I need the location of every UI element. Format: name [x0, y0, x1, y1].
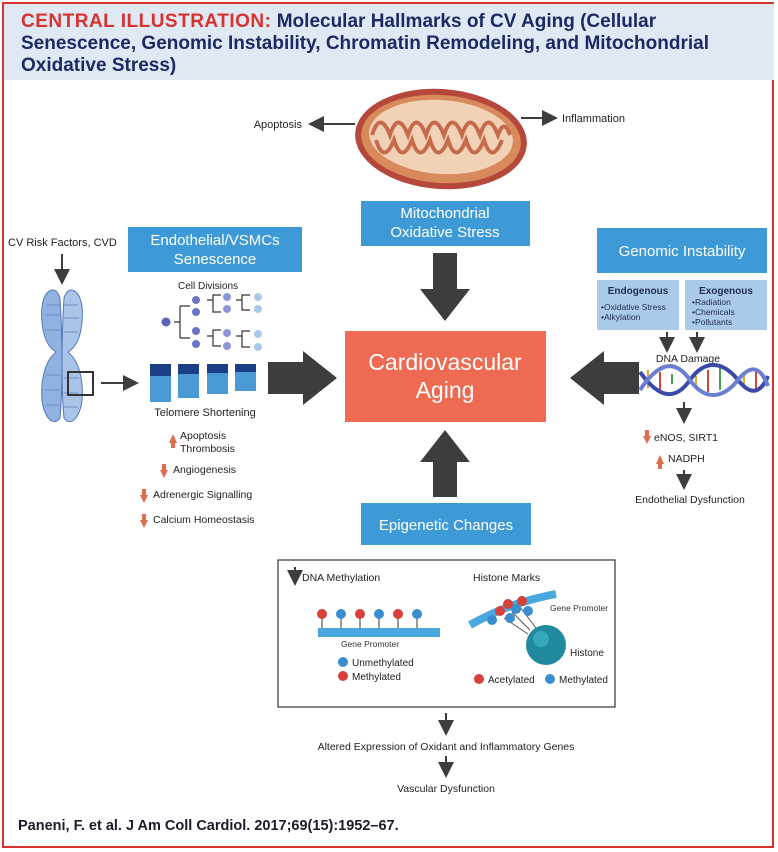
- methylated-legend-icon: [338, 671, 348, 681]
- mito-apoptosis-label: Apoptosis: [254, 119, 303, 131]
- senescence-box-line1: Endothelial/VSMCs: [150, 232, 279, 249]
- dna-damage-label: DNA Damage: [656, 353, 720, 365]
- title-prefix: CENTRAL ILLUSTRATION:: [21, 11, 272, 32]
- exogenous-item: •Radiation: [692, 297, 731, 307]
- chromosome-image: [41, 289, 94, 423]
- genomic-box-label: Genomic Instability: [619, 243, 746, 260]
- down-arrow-icon: [140, 489, 148, 503]
- epigenetic-box: [361, 503, 531, 545]
- header-banner: CENTRAL ILLUSTRATION: Molecular Hallmark…: [4, 4, 774, 80]
- methylated-label: Methylated: [352, 672, 401, 683]
- histone-marks-label: Histone Marks: [473, 572, 540, 584]
- dna-methylation-label: DNA Methylation: [302, 572, 380, 584]
- down-arrow-icon: [160, 464, 168, 478]
- citation: Paneni, F. et al. J Am Coll Cardiol. 201…: [18, 818, 399, 834]
- dna-helix-image: [638, 363, 770, 397]
- arrow-senescence-to-center: [268, 351, 337, 405]
- methylated-histone-legend-icon: [545, 674, 555, 684]
- endothelial-dysfunction-label: Endothelial Dysfunction: [635, 494, 745, 506]
- acetylated-legend-icon: [474, 674, 484, 684]
- figure-title: CENTRAL ILLUSTRATION: Molecular Hallmark…: [21, 11, 761, 77]
- senescence-box: [128, 227, 302, 272]
- effect-adrenergic: Adrenergic Signalling: [153, 489, 252, 501]
- epigenetic-box-label: Epigenetic Changes: [379, 517, 513, 534]
- exogenous-box: [685, 280, 767, 330]
- effect-thrombosis: Thrombosis: [180, 443, 235, 455]
- effect-apoptosis: Apoptosis: [180, 430, 226, 442]
- gene-promoter-label: Gene Promoter: [341, 639, 399, 649]
- histone-methylated-label: Methylated: [559, 675, 608, 686]
- vascular-dysfunction-label: Vascular Dysfunction: [397, 783, 495, 795]
- down-arrow-icon: [140, 514, 148, 528]
- genomic-effect-enos: eNOS, SIRT1: [654, 432, 718, 444]
- altered-expression-label: Altered Expression of Oxidant and Inflam…: [318, 741, 575, 753]
- histone-label: Histone: [570, 648, 604, 659]
- genomic-instability-box: [597, 228, 767, 273]
- center-line1: Cardiovascular: [368, 349, 522, 375]
- telomere-label: Telomere Shortening: [154, 407, 256, 419]
- up-arrow-icon: [169, 434, 177, 448]
- exogenous-title: Exogenous: [699, 286, 753, 297]
- arrow-mito-to-center: [420, 253, 470, 321]
- mitochondrion-image: [355, 88, 527, 190]
- unmethylated-label: Unmethylated: [352, 658, 414, 669]
- mito-box-line1: Mitochondrial: [400, 205, 489, 222]
- arrow-epigenetic-to-center: [420, 430, 470, 497]
- cell-divisions-image: [161, 293, 262, 351]
- center-line2: Aging: [416, 377, 475, 403]
- telomere-bars: [150, 364, 256, 402]
- mito-inflammation-label: Inflammation: [562, 113, 625, 125]
- effect-calcium: Calcium Homeostasis: [153, 514, 255, 526]
- histone-diagram: [468, 590, 566, 665]
- endogenous-item: •Alkylation: [601, 312, 641, 322]
- mito-box-line2: Oxidative Stress: [390, 224, 499, 241]
- exogenous-item: •Pollutants: [692, 317, 732, 327]
- histone-gene-promoter-label: Gene Promoter: [550, 603, 608, 613]
- exogenous-item: •Chemicals: [692, 307, 735, 317]
- cell-divisions-label: Cell Divisions: [178, 281, 238, 292]
- title-text: Molecular Hallmarks of CV Aging (Cellula…: [21, 11, 709, 76]
- arrow-genomic-to-center: [570, 351, 639, 405]
- methylation-diagram: [317, 609, 440, 637]
- endogenous-box: [597, 280, 679, 330]
- endogenous-title: Endogenous: [608, 286, 669, 297]
- effect-angiogenesis: Angiogenesis: [173, 464, 236, 476]
- senescence-box-line2: Senescence: [174, 251, 257, 268]
- mito-stress-box: [361, 201, 530, 246]
- down-arrow-icon: [643, 430, 651, 444]
- genomic-effect-nadph: NADPH: [668, 453, 705, 465]
- endogenous-item: •Oxidative Stress: [601, 302, 666, 312]
- up-arrow-icon: [656, 455, 664, 469]
- unmethylated-legend-icon: [338, 657, 348, 667]
- cardiovascular-aging-box: [345, 331, 546, 422]
- acetylated-label: Acetylated: [488, 675, 535, 686]
- cv-risk-label: CV Risk Factors, CVD: [8, 237, 117, 249]
